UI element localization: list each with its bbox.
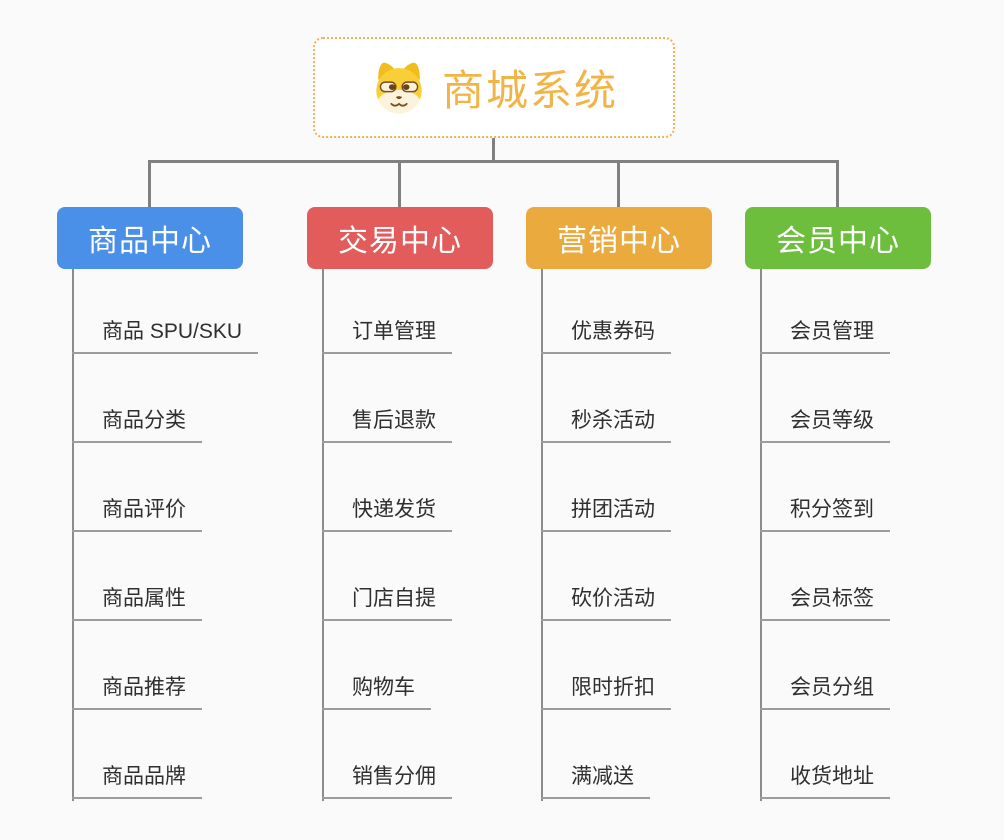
leaf-node[interactable]: 会员管理 bbox=[760, 314, 890, 354]
branch-leaves: 订单管理 售后退款 快递发货 门店自提 购物车 销售分佣 bbox=[322, 314, 452, 840]
connector-horizontal-line bbox=[148, 160, 839, 163]
branch-header-4[interactable]: 会员中心 bbox=[745, 207, 931, 269]
leaf-node[interactable]: 积分签到 bbox=[760, 492, 890, 532]
leaf-node[interactable]: 订单管理 bbox=[322, 314, 452, 354]
connector-branch-stub-1 bbox=[148, 160, 151, 208]
branch-2: 交易中心 订单管理 售后退款 快递发货 门店自提 购物车 销售分佣 bbox=[307, 207, 493, 801]
branch-drop-line bbox=[72, 269, 74, 801]
leaf-label: 商品 SPU/SKU bbox=[102, 320, 243, 343]
branch-label: 会员中心 bbox=[776, 225, 900, 258]
leaf-label: 砍价活动 bbox=[571, 587, 655, 610]
leaf-node[interactable]: 商品 SPU/SKU bbox=[72, 314, 259, 354]
leaf-label: 商品属性 bbox=[102, 587, 186, 610]
root-title: 商城系统 bbox=[441, 67, 618, 114]
leaf-label: 商品推荐 bbox=[102, 676, 186, 699]
branch-header-1[interactable]: 商品中心 bbox=[57, 207, 243, 269]
branch-1: 商品中心 商品 SPU/SKU 商品分类 商品评价 商品属性 商品推荐 商品品牌 bbox=[57, 207, 259, 801]
leaf-node[interactable]: 收货地址 bbox=[760, 759, 890, 799]
connector-branch-stub-4 bbox=[836, 160, 839, 208]
leaf-node[interactable]: 限时折扣 bbox=[541, 670, 671, 710]
leaf-node[interactable]: 拼团活动 bbox=[541, 492, 671, 532]
leaf-label: 拼团活动 bbox=[571, 498, 655, 521]
branch-3: 营销中心 优惠券码 秒杀活动 拼团活动 砍价活动 限时折扣 满减送 bbox=[526, 207, 712, 801]
branch-drop-line bbox=[541, 269, 543, 801]
branch-4: 会员中心 会员管理 会员等级 积分签到 会员标签 会员分组 收货地址 bbox=[745, 207, 931, 801]
leaf-node[interactable]: 售后退款 bbox=[322, 403, 452, 443]
branch-header-2[interactable]: 交易中心 bbox=[307, 207, 493, 269]
leaf-node[interactable]: 商品评价 bbox=[72, 492, 202, 532]
leaf-node[interactable]: 会员分组 bbox=[760, 670, 890, 710]
branch-header-3[interactable]: 营销中心 bbox=[526, 207, 712, 269]
leaf-node[interactable]: 商品分类 bbox=[72, 403, 202, 443]
leaf-node[interactable]: 秒杀活动 bbox=[541, 403, 671, 443]
leaf-node[interactable]: 商品属性 bbox=[72, 581, 202, 621]
leaf-node[interactable]: 商品品牌 bbox=[72, 759, 202, 799]
leaf-label: 会员管理 bbox=[790, 320, 874, 343]
branch-drop-line bbox=[760, 269, 762, 801]
branch-leaves: 会员管理 会员等级 积分签到 会员标签 会员分组 收货地址 bbox=[760, 314, 890, 840]
leaf-label: 商品分类 bbox=[102, 409, 186, 432]
leaf-node[interactable]: 购物车 bbox=[322, 670, 431, 710]
leaf-node[interactable]: 会员等级 bbox=[760, 403, 890, 443]
leaf-label: 售后退款 bbox=[352, 409, 436, 432]
leaf-label: 订单管理 bbox=[352, 320, 436, 343]
leaf-label: 商品品牌 bbox=[102, 765, 186, 788]
leaf-label: 秒杀活动 bbox=[571, 409, 655, 432]
branch-label: 营销中心 bbox=[557, 225, 681, 258]
leaf-node[interactable]: 快递发货 bbox=[322, 492, 452, 532]
leaf-label: 限时折扣 bbox=[571, 676, 655, 699]
leaf-label: 收货地址 bbox=[790, 765, 874, 788]
leaf-label: 商品评价 bbox=[102, 498, 186, 521]
connector-root-stub bbox=[492, 138, 495, 162]
leaf-node[interactable]: 砍价活动 bbox=[541, 581, 671, 621]
branch-label: 交易中心 bbox=[338, 225, 462, 258]
connector-branch-stub-3 bbox=[617, 160, 620, 208]
leaf-label: 销售分佣 bbox=[352, 765, 436, 788]
leaf-node[interactable]: 商品推荐 bbox=[72, 670, 202, 710]
connector-branch-stub-2 bbox=[398, 160, 401, 208]
leaf-label: 优惠券码 bbox=[571, 320, 655, 343]
leaf-label: 门店自提 bbox=[352, 587, 436, 610]
leaf-node[interactable]: 会员标签 bbox=[760, 581, 890, 621]
leaf-label: 满减送 bbox=[571, 765, 634, 788]
leaf-label: 快递发货 bbox=[352, 498, 436, 521]
branch-leaves: 商品 SPU/SKU 商品分类 商品评价 商品属性 商品推荐 商品品牌 bbox=[72, 314, 259, 840]
leaf-label: 会员等级 bbox=[790, 409, 874, 432]
branch-leaves: 优惠券码 秒杀活动 拼团活动 砍价活动 限时折扣 满减送 bbox=[541, 314, 671, 840]
dog-face-icon bbox=[370, 59, 428, 117]
leaf-label: 积分签到 bbox=[790, 498, 874, 521]
branch-drop-line bbox=[322, 269, 324, 801]
leaf-node[interactable]: 满减送 bbox=[541, 759, 650, 799]
leaf-node[interactable]: 门店自提 bbox=[322, 581, 452, 621]
branch-label: 商品中心 bbox=[88, 225, 212, 258]
root-node[interactable]: 商城系统 bbox=[313, 37, 675, 138]
leaf-label: 购物车 bbox=[352, 676, 415, 699]
leaf-label: 会员分组 bbox=[790, 676, 874, 699]
leaf-node[interactable]: 销售分佣 bbox=[322, 759, 452, 799]
leaf-node[interactable]: 优惠券码 bbox=[541, 314, 671, 354]
leaf-label: 会员标签 bbox=[790, 587, 874, 610]
